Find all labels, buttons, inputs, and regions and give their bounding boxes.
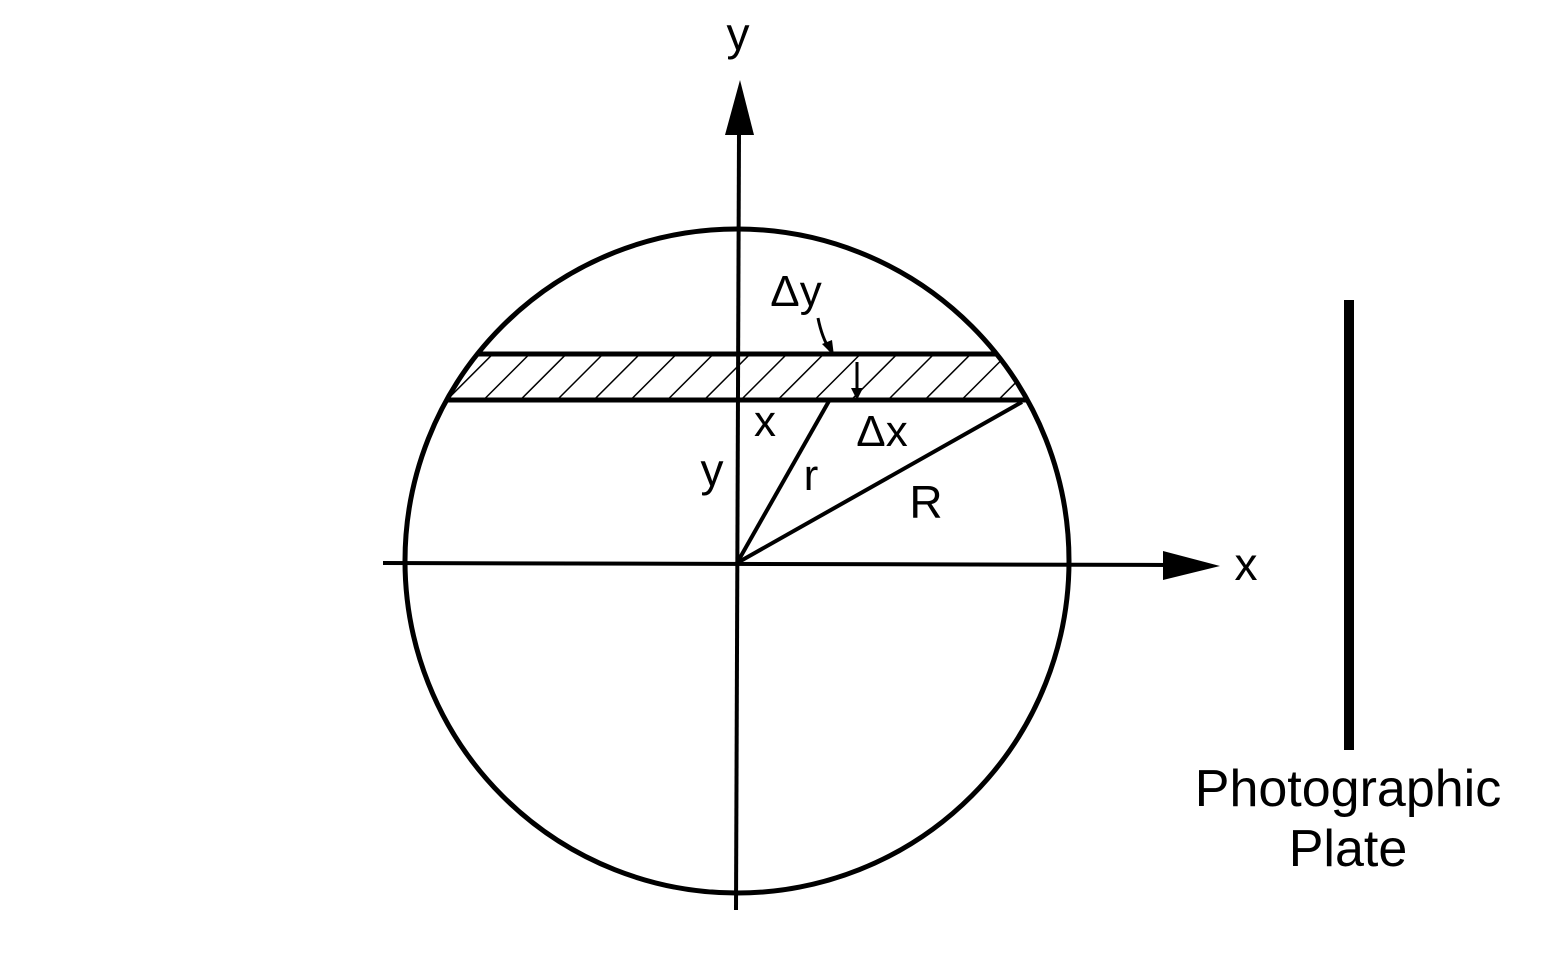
delta-x-arrowhead-icon xyxy=(851,388,863,400)
small-r-line xyxy=(735,400,831,564)
x-axis-label: x xyxy=(1235,538,1258,590)
small-r-label: r xyxy=(804,451,819,500)
y-axis-line xyxy=(734,131,741,911)
x-axis-arrow-icon xyxy=(1163,551,1220,580)
delta-x-label: Δx xyxy=(856,407,907,456)
plate-label-line1: Photographic xyxy=(1195,760,1501,818)
big-R-line xyxy=(736,400,1023,565)
x-axis-line xyxy=(382,561,1171,567)
big-R-label: R xyxy=(909,476,942,528)
delta-y-label: Δy xyxy=(770,267,821,316)
y-axis-arrow-icon xyxy=(725,80,754,135)
x-coordinate-label: x xyxy=(754,397,776,446)
y-coordinate-label: y xyxy=(701,444,724,496)
delta-y-arrowhead-icon xyxy=(822,340,834,356)
plate-label-line2: Plate xyxy=(1289,820,1408,878)
y-axis-label: y xyxy=(727,8,750,60)
